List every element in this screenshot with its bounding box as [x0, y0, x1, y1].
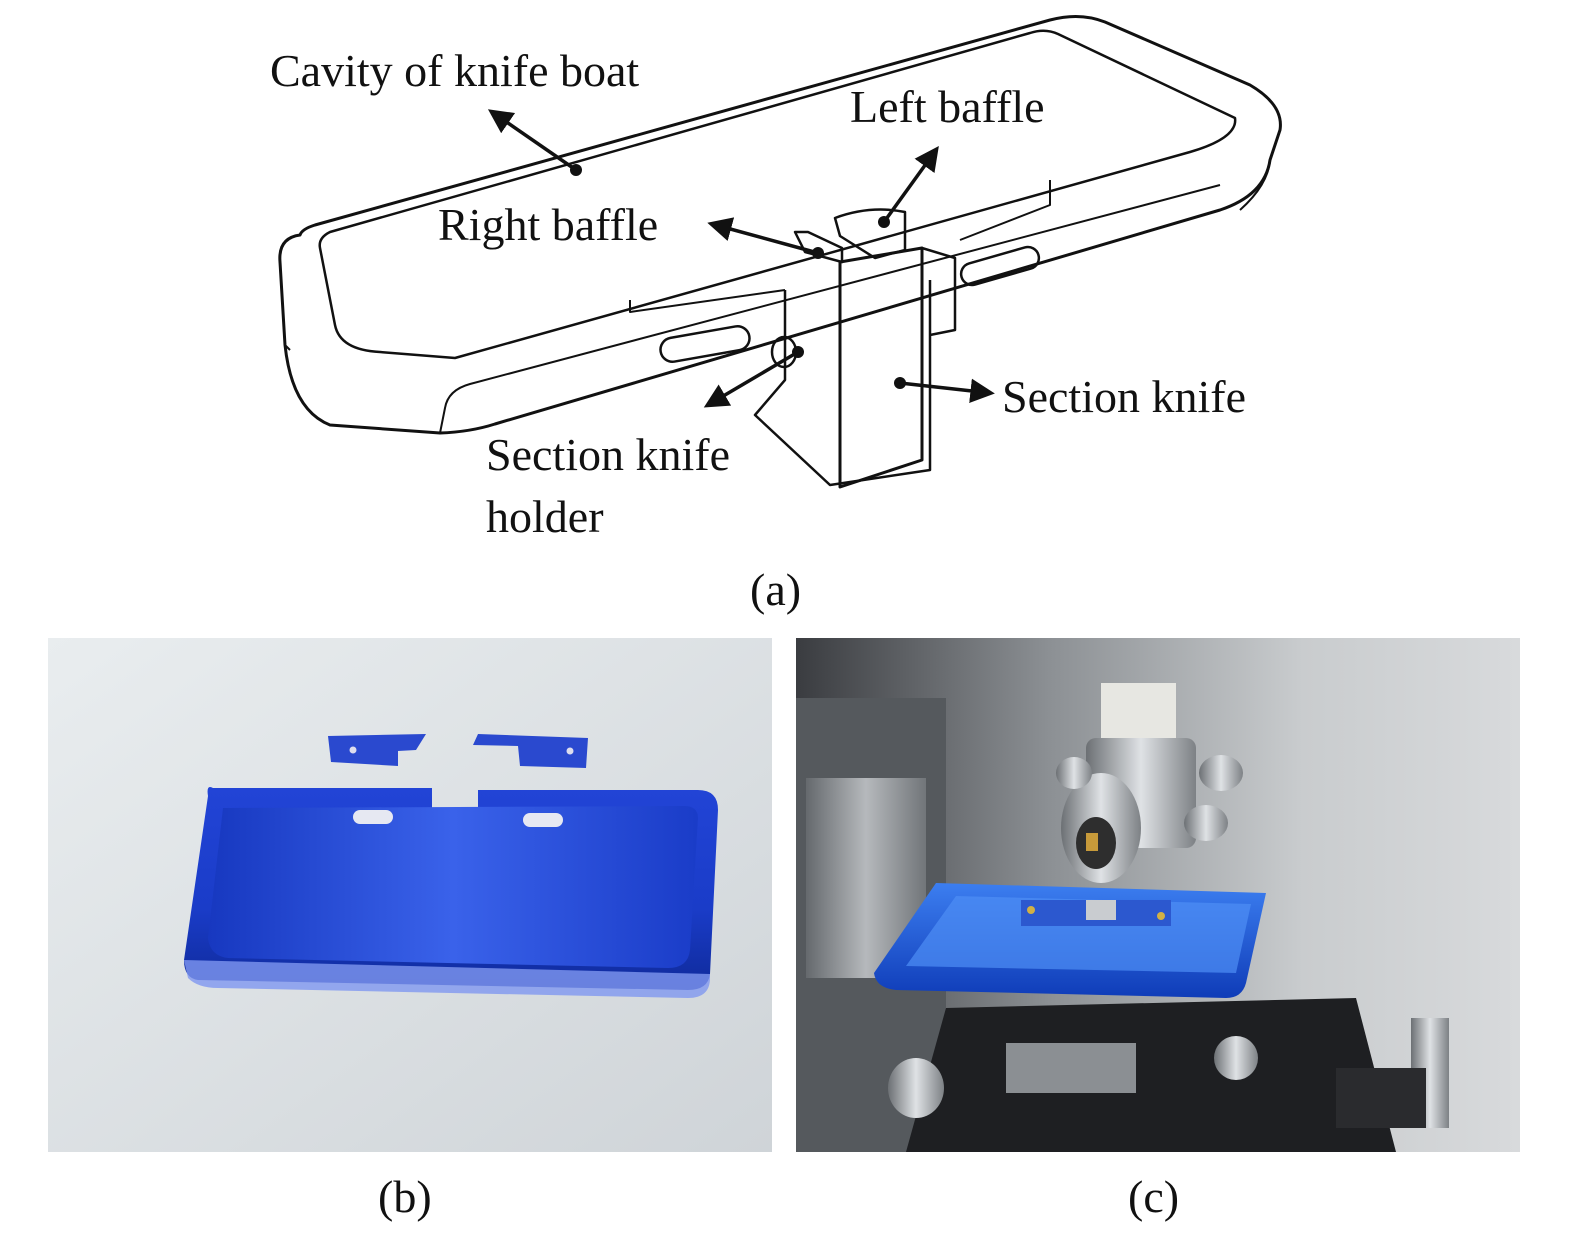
left-baffle-photo [473, 734, 588, 768]
boat-outer-rim [278, 15, 1282, 435]
photo-knife-boat-parts [48, 638, 772, 1152]
callout-cavity: Cavity of knife boat [270, 45, 640, 96]
caption-b: (b) [378, 1171, 432, 1222]
boat-inner-cavity [318, 29, 1237, 360]
caption-c: (c) [1128, 1171, 1180, 1222]
caption-a: (a) [750, 564, 802, 615]
knife-boat-line-drawing [278, 15, 1282, 489]
photo-microtome-mounted [796, 638, 1520, 1152]
callout-section-knife: Section knife [1002, 371, 1246, 422]
section-knife-part [838, 246, 924, 489]
callout-right-baffle: Right baffle [438, 199, 659, 250]
callout-holder-line1: Section knife [486, 429, 730, 480]
section-knife-holder-part [753, 280, 932, 487]
right-slot [959, 245, 1041, 287]
left-slot [659, 325, 751, 363]
callout-holder-line2: holder [486, 491, 604, 542]
right-baffle-photo [328, 734, 426, 766]
callout-left-baffle: Left baffle [850, 81, 1045, 132]
